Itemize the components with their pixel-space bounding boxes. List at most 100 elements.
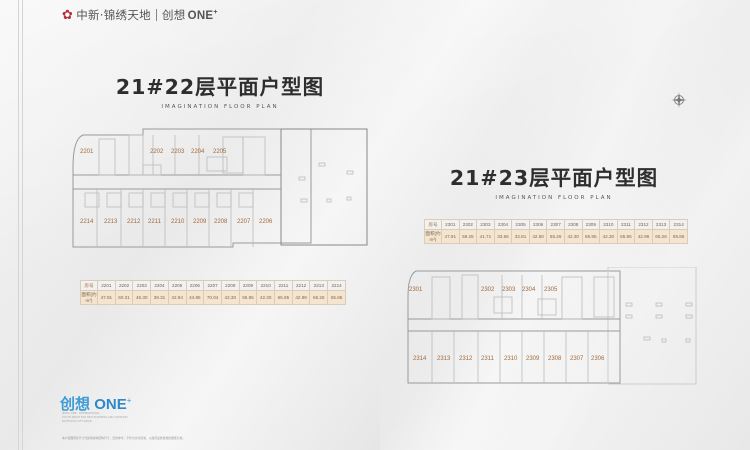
row-label: 面积(约m²) [80,290,98,305]
unit-cell: 2208 [220,280,240,291]
area-row: 面积(约m²) 47.91 59.25 41.71 33.66 32.81 42… [424,229,688,244]
row-label: 房号 [80,280,98,291]
area-cell: 42.30 [563,229,583,244]
unit-cell: 2210 [256,280,276,291]
room-label: 2305 [544,287,558,293]
area-cell: 65.26 [309,290,329,305]
area-cell: 65.26 [546,229,565,244]
area-cell: 42.94 [167,290,187,305]
unit-row: 房号 2201 2202 2203 2204 2205 2206 2207 22… [80,280,346,291]
unit-cell: 2205 [167,280,187,291]
plan-23-title-block: 21#23层平面户型图 IMAGINATION FLOOR PLAN [444,161,664,201]
room-label: 2303 [502,287,516,293]
room-label: 2314 [413,356,427,362]
unit-cell: 2305 [511,219,530,230]
room-label: 2301 [409,287,423,293]
room-label: 2211 [148,219,161,225]
unit-cell: 2201 [97,280,116,291]
unit-cell: 2303 [476,219,495,230]
unit-cell: 2309 [581,219,601,230]
unit-cell: 2206 [185,280,205,291]
unit-cell: 2214 [327,280,346,291]
room-label: 2307 [570,356,584,362]
area-row: 面积(约m²) 47.91 60.31 46.30 39.31 42.94 44… [80,290,346,305]
row-label: 面积(约m²) [424,229,442,244]
footer-logo-cn: 创想 [60,396,91,413]
tagline-line: YOUTH SPACE FOR SELF-BUSINESS AND CREATI… [62,416,128,419]
room-label: 2207 [237,219,251,225]
unit-cell: 2202 [114,280,134,291]
area-cell: 42.30 [256,290,276,305]
area-cell: 44.85 [185,290,205,305]
plan-22-subtitle: IMAGINATION FLOOR PLAN [161,104,279,110]
room-label: 2304 [522,287,536,293]
area-cell: 65.26 [651,229,671,244]
room-label: 2309 [526,356,540,362]
area-cell: 60.31 [114,290,134,305]
room-label: 2310 [504,356,518,362]
area-cell: 59.25 [458,229,478,244]
area-cell: 65.95 [616,229,636,244]
room-label: 2201 [80,149,94,155]
unit-cell: 2306 [528,219,548,230]
room-label: 2213 [104,219,118,225]
room-label: 2204 [191,149,205,155]
flower-logo-icon: ✿ [62,7,74,23]
room-label: 2206 [259,219,273,225]
footer-logo: 创想 ONE+ [60,393,131,414]
row-label: 房号 [424,219,442,230]
area-cell: 70.04 [203,290,222,305]
area-cell: 46.30 [132,290,152,305]
area-cell: 42.30 [220,290,240,305]
brand-header: ✿ 中新·锦绣天地 创想 ONE+ [62,6,218,24]
area-cell: 33.66 [493,229,513,244]
footer-logo-en: ONE [94,396,127,413]
sub-brand-cn: 创想 [161,8,186,22]
room-label: 2214 [80,219,94,225]
room-label: 2308 [548,356,562,362]
unit-cell: 2211 [274,280,293,291]
tagline-line: BOUTIQUE LOFT SPACE [62,420,92,423]
room-label: 2202 [150,149,164,155]
unit-cell: 2311 [616,219,636,230]
area-cell: 47.91 [97,290,116,305]
area-cell: 42.60 [528,229,548,244]
area-cell: 65.95 [238,290,258,305]
unit-cell: 2302 [458,219,478,230]
room-label: 2210 [171,219,185,225]
unit-cell: 2212 [291,280,311,291]
margin-line [18,0,19,450]
unit-cell: 2308 [563,219,583,230]
unit-cell: 2204 [150,280,169,291]
unit-cell: 2314 [669,219,688,230]
room-label: 2312 [459,356,473,362]
room-label: 2311 [481,356,494,362]
plan-22-title-block: 21#22层平面户型图 IMAGINATION FLOOR PLAN [110,70,330,110]
unit-cell: 2313 [651,219,671,230]
room-label: 2313 [437,356,451,362]
area-cell: 39.31 [150,290,169,305]
unit-cell: 2209 [238,280,258,291]
footer-logo-plus: + [126,396,132,405]
unit-cell: 2207 [203,280,222,291]
area-cell: 42.99 [291,290,311,305]
brand-name: 中新·锦绣天地 [76,8,151,22]
room-label: 2212 [127,219,141,225]
room-label: 2306 [591,356,605,362]
room-label: 2205 [213,149,227,155]
area-cell: 41.71 [476,229,495,244]
unit-row: 房号 2301 2302 2303 2304 2305 2306 2307 23… [424,219,688,230]
disclaimer-text: 本户型图所标尺寸为建筑墙体结构尺寸，仅供参考，不作为交付标准，以政府最终批准的图… [62,436,186,440]
unit-cell: 2312 [634,219,653,230]
footer-tagline: JINXIU ONE · INTERNATIONAL YOUTH SPACE F… [62,412,128,424]
unit-cell: 2310 [599,219,618,230]
sub-brand-en: ONE+ [187,8,218,22]
unit-cell: 2301 [441,219,460,230]
plan-22-title: 21#22层平面户型图 [115,75,325,99]
room-label: 2203 [171,149,185,155]
unit-cell: 2307 [546,219,565,230]
plan-23-title: 21#23层平面户型图 [449,166,659,190]
unit-cell: 2213 [309,280,329,291]
room-label: 2208 [214,219,228,225]
room-label: 2302 [481,287,495,293]
